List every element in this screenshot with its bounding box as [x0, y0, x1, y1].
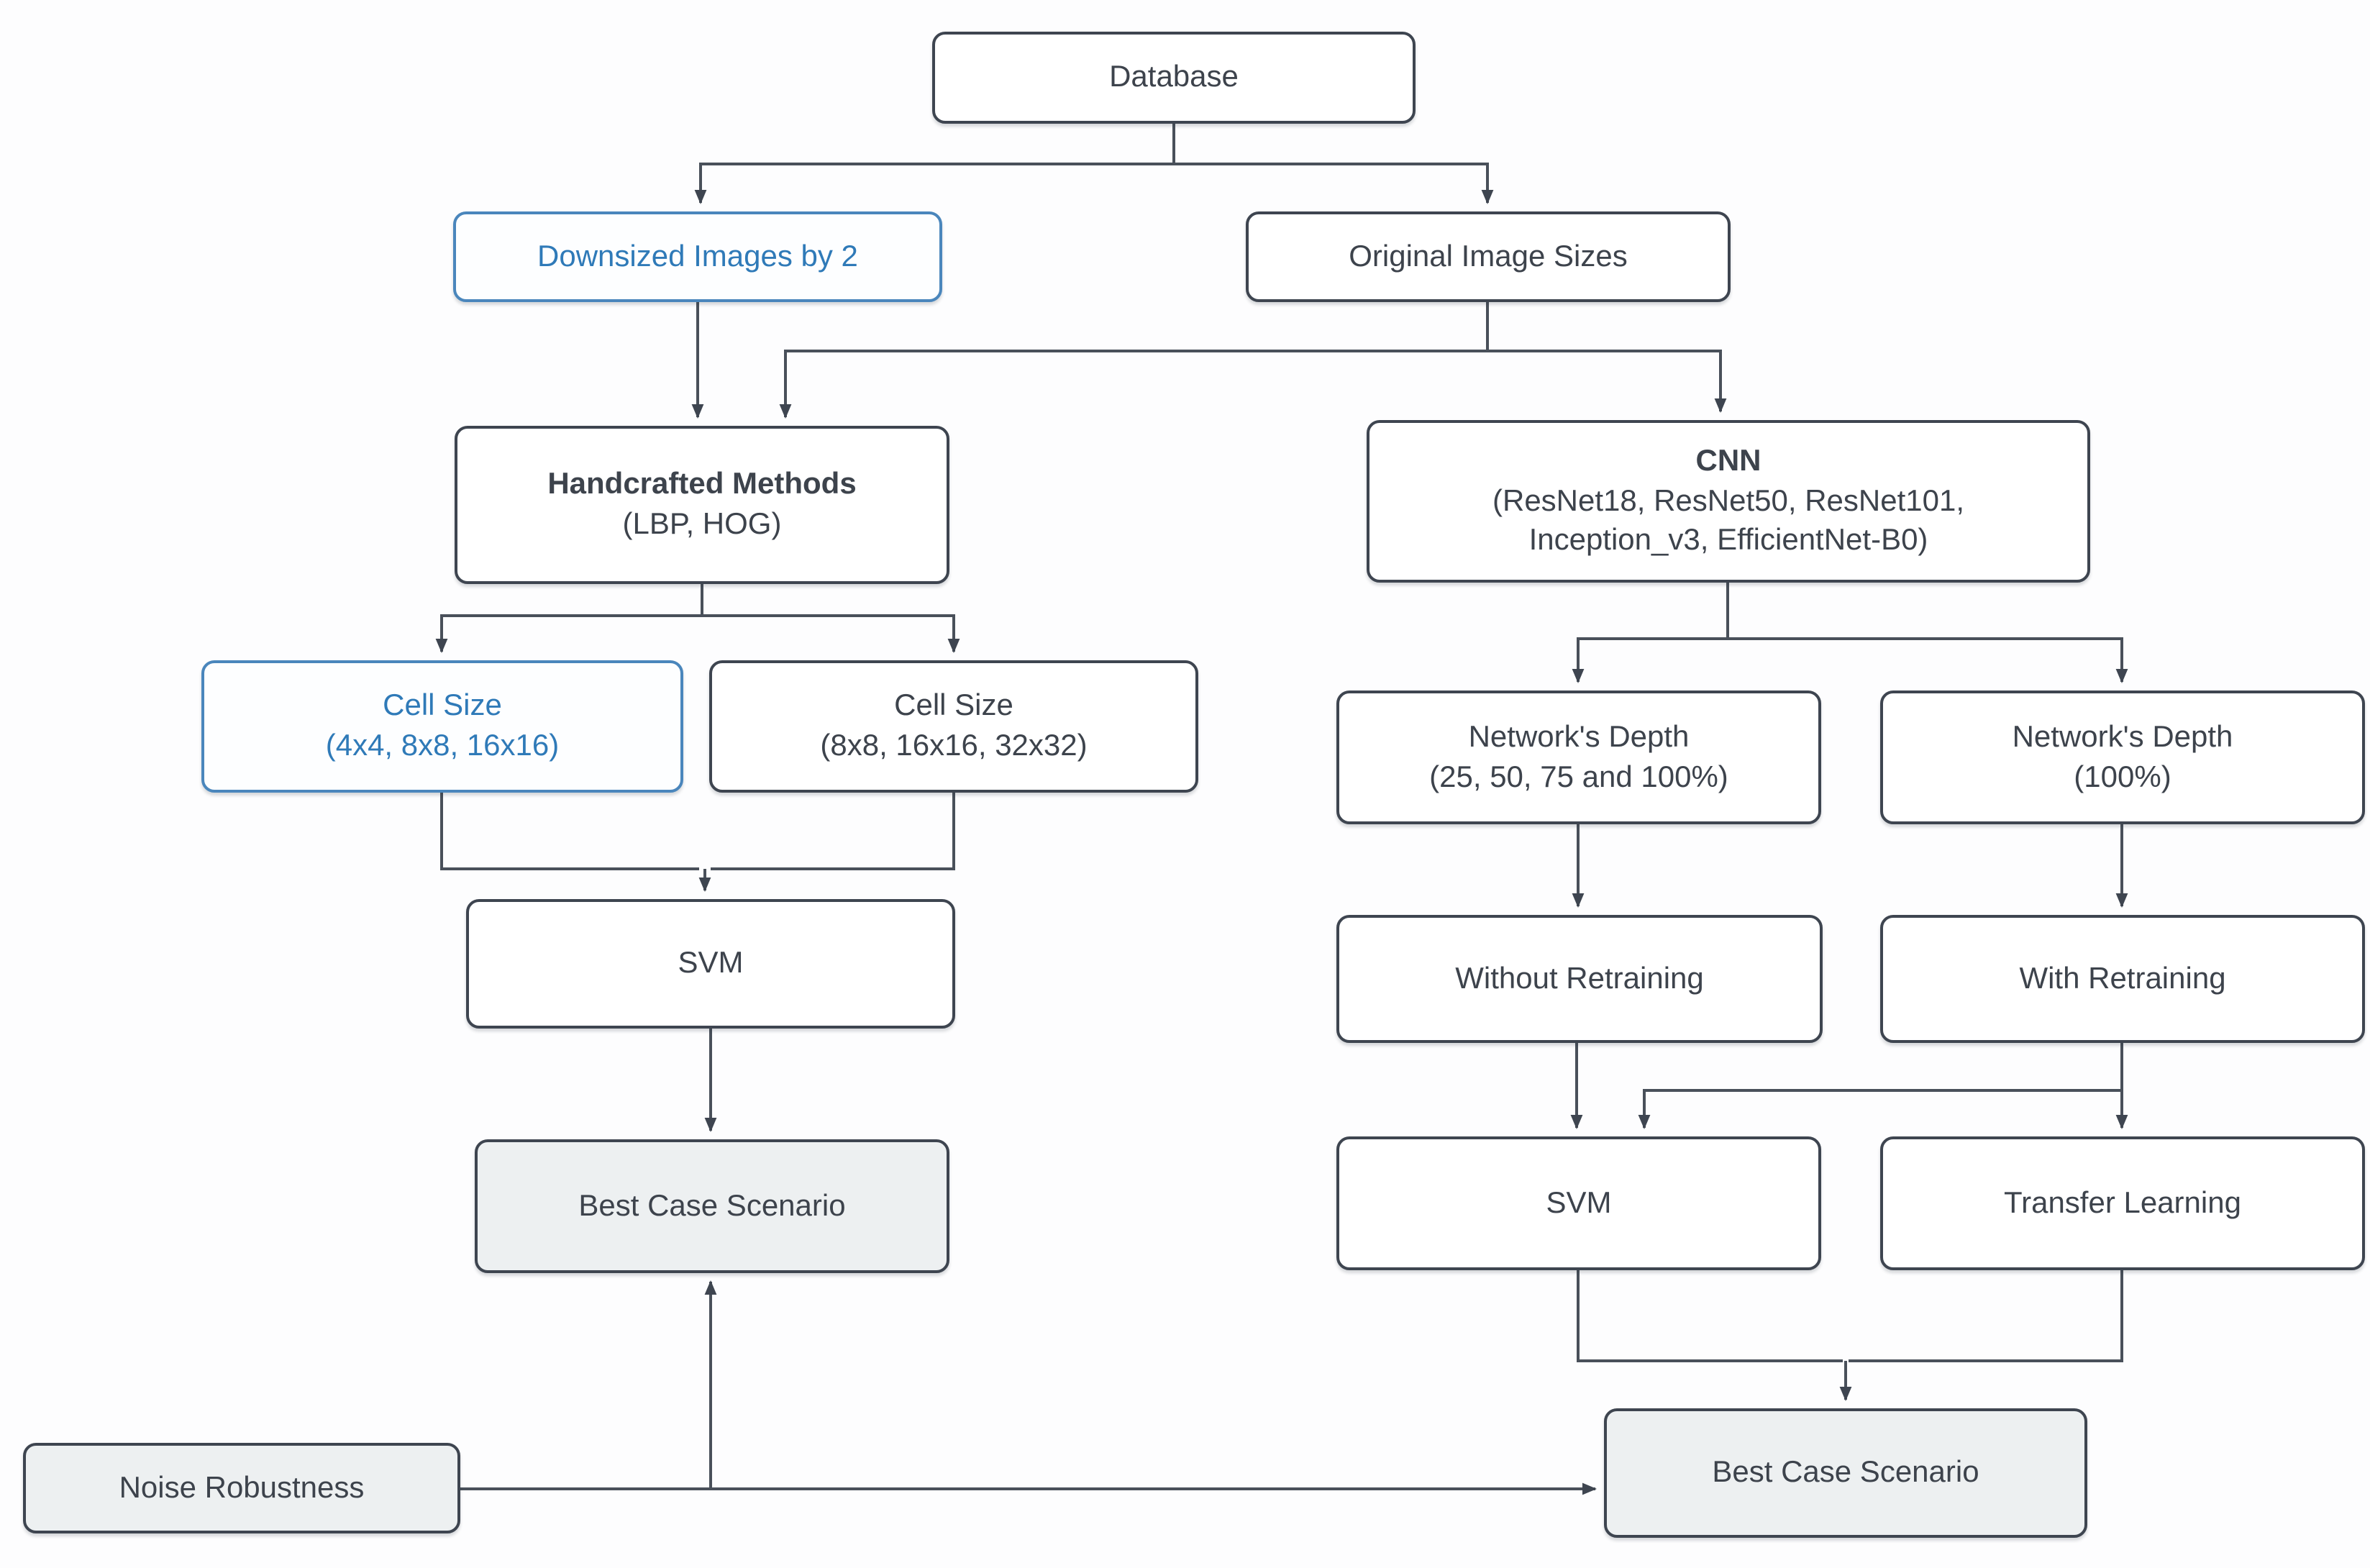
node-cell-size-small: Cell Size (4x4, 8x8, 16x16): [201, 660, 683, 793]
node-noise-robustness-label: Noise Robustness: [119, 1471, 365, 1505]
node-best-case-left-label: Best Case Scenario: [578, 1189, 846, 1223]
connector-transfer-merge: [1849, 1270, 2123, 1362]
connector-database-downsized: [694, 163, 1174, 204]
connector-handcrafted-celllarge: [702, 614, 960, 653]
connector-handcrafted-cellsmall: [435, 614, 702, 653]
node-svm-right: SVM: [1336, 1136, 1821, 1270]
node-noise-robustness: Noise Robustness: [23, 1443, 460, 1533]
node-downsized-images-label: Downsized Images by 2: [537, 240, 858, 273]
node-with-retraining-label: With Retraining: [2019, 962, 2226, 995]
node-best-case-right-label: Best Case Scenario: [1712, 1456, 1979, 1490]
node-original-image-sizes: Original Image Sizes: [1246, 211, 1731, 302]
node-cnn: CNN (ResNet18, ResNet50, ResNet101, Ince…: [1367, 420, 2090, 583]
node-database: Database: [932, 32, 1416, 124]
node-transfer-learning: Transfer Learning: [1880, 1136, 2365, 1270]
node-with-retraining: With Retraining: [1880, 915, 2365, 1043]
connector-cellsmall-merge: [440, 793, 699, 870]
node-cell-size-small-subtitle: (4x4, 8x8, 16x16): [325, 729, 560, 762]
connector-original-cnn: [1487, 350, 1727, 413]
connector-cnn-depthpartial: [1572, 637, 1728, 683]
connector-svmright-merge: [1577, 1270, 1843, 1362]
node-best-case-right: Best Case Scenario: [1604, 1408, 2087, 1538]
connector-with-svmright: [1638, 1089, 2122, 1129]
node-database-label: Database: [1109, 60, 1239, 94]
connector-original-handcrafted: [779, 350, 1487, 419]
node-cell-size-small-title: Cell Size: [383, 689, 502, 723]
node-cnn-subtitle: (ResNet18, ResNet50, ResNet101, Inceptio…: [1492, 484, 1964, 557]
node-transfer-learning-label: Transfer Learning: [2004, 1186, 2241, 1220]
node-without-retraining: Without Retraining: [1336, 915, 1823, 1043]
node-downsized-images: Downsized Images by 2: [453, 211, 942, 302]
node-handcrafted-methods-title: Handcrafted Methods: [547, 468, 857, 501]
node-network-depth-full-subtitle: (100%): [2074, 760, 2171, 793]
node-cell-size-large-title: Cell Size: [894, 689, 1013, 723]
node-network-depth-partial-title: Network's Depth: [1468, 720, 1690, 754]
connector-cnn-depthfull: [1728, 637, 2128, 683]
connector-celllarge-merge: [711, 793, 955, 870]
node-svm-right-label: SVM: [1546, 1186, 1612, 1220]
node-network-depth-full: Network's Depth (100%): [1880, 690, 2365, 824]
node-cell-size-large-subtitle: (8x8, 16x16, 32x32): [820, 729, 1088, 762]
node-handcrafted-methods-subtitle: (LBP, HOG): [622, 508, 782, 541]
connector-database-original: [1174, 163, 1494, 204]
node-network-depth-partial: Network's Depth (25, 50, 75 and 100%): [1336, 690, 1821, 824]
node-original-image-sizes-label: Original Image Sizes: [1349, 240, 1628, 273]
node-handcrafted-methods: Handcrafted Methods (LBP, HOG): [455, 426, 949, 584]
node-network-depth-full-title: Network's Depth: [2012, 720, 2233, 754]
node-network-depth-partial-subtitle: (25, 50, 75 and 100%): [1429, 760, 1728, 793]
node-svm-left: SVM: [466, 899, 955, 1029]
node-cell-size-large: Cell Size (8x8, 16x16, 32x32): [709, 660, 1198, 793]
node-cnn-title: CNN: [1695, 444, 1761, 478]
node-svm-left-label: SVM: [678, 947, 744, 980]
node-best-case-left: Best Case Scenario: [475, 1139, 949, 1273]
node-without-retraining-label: Without Retraining: [1455, 962, 1704, 995]
